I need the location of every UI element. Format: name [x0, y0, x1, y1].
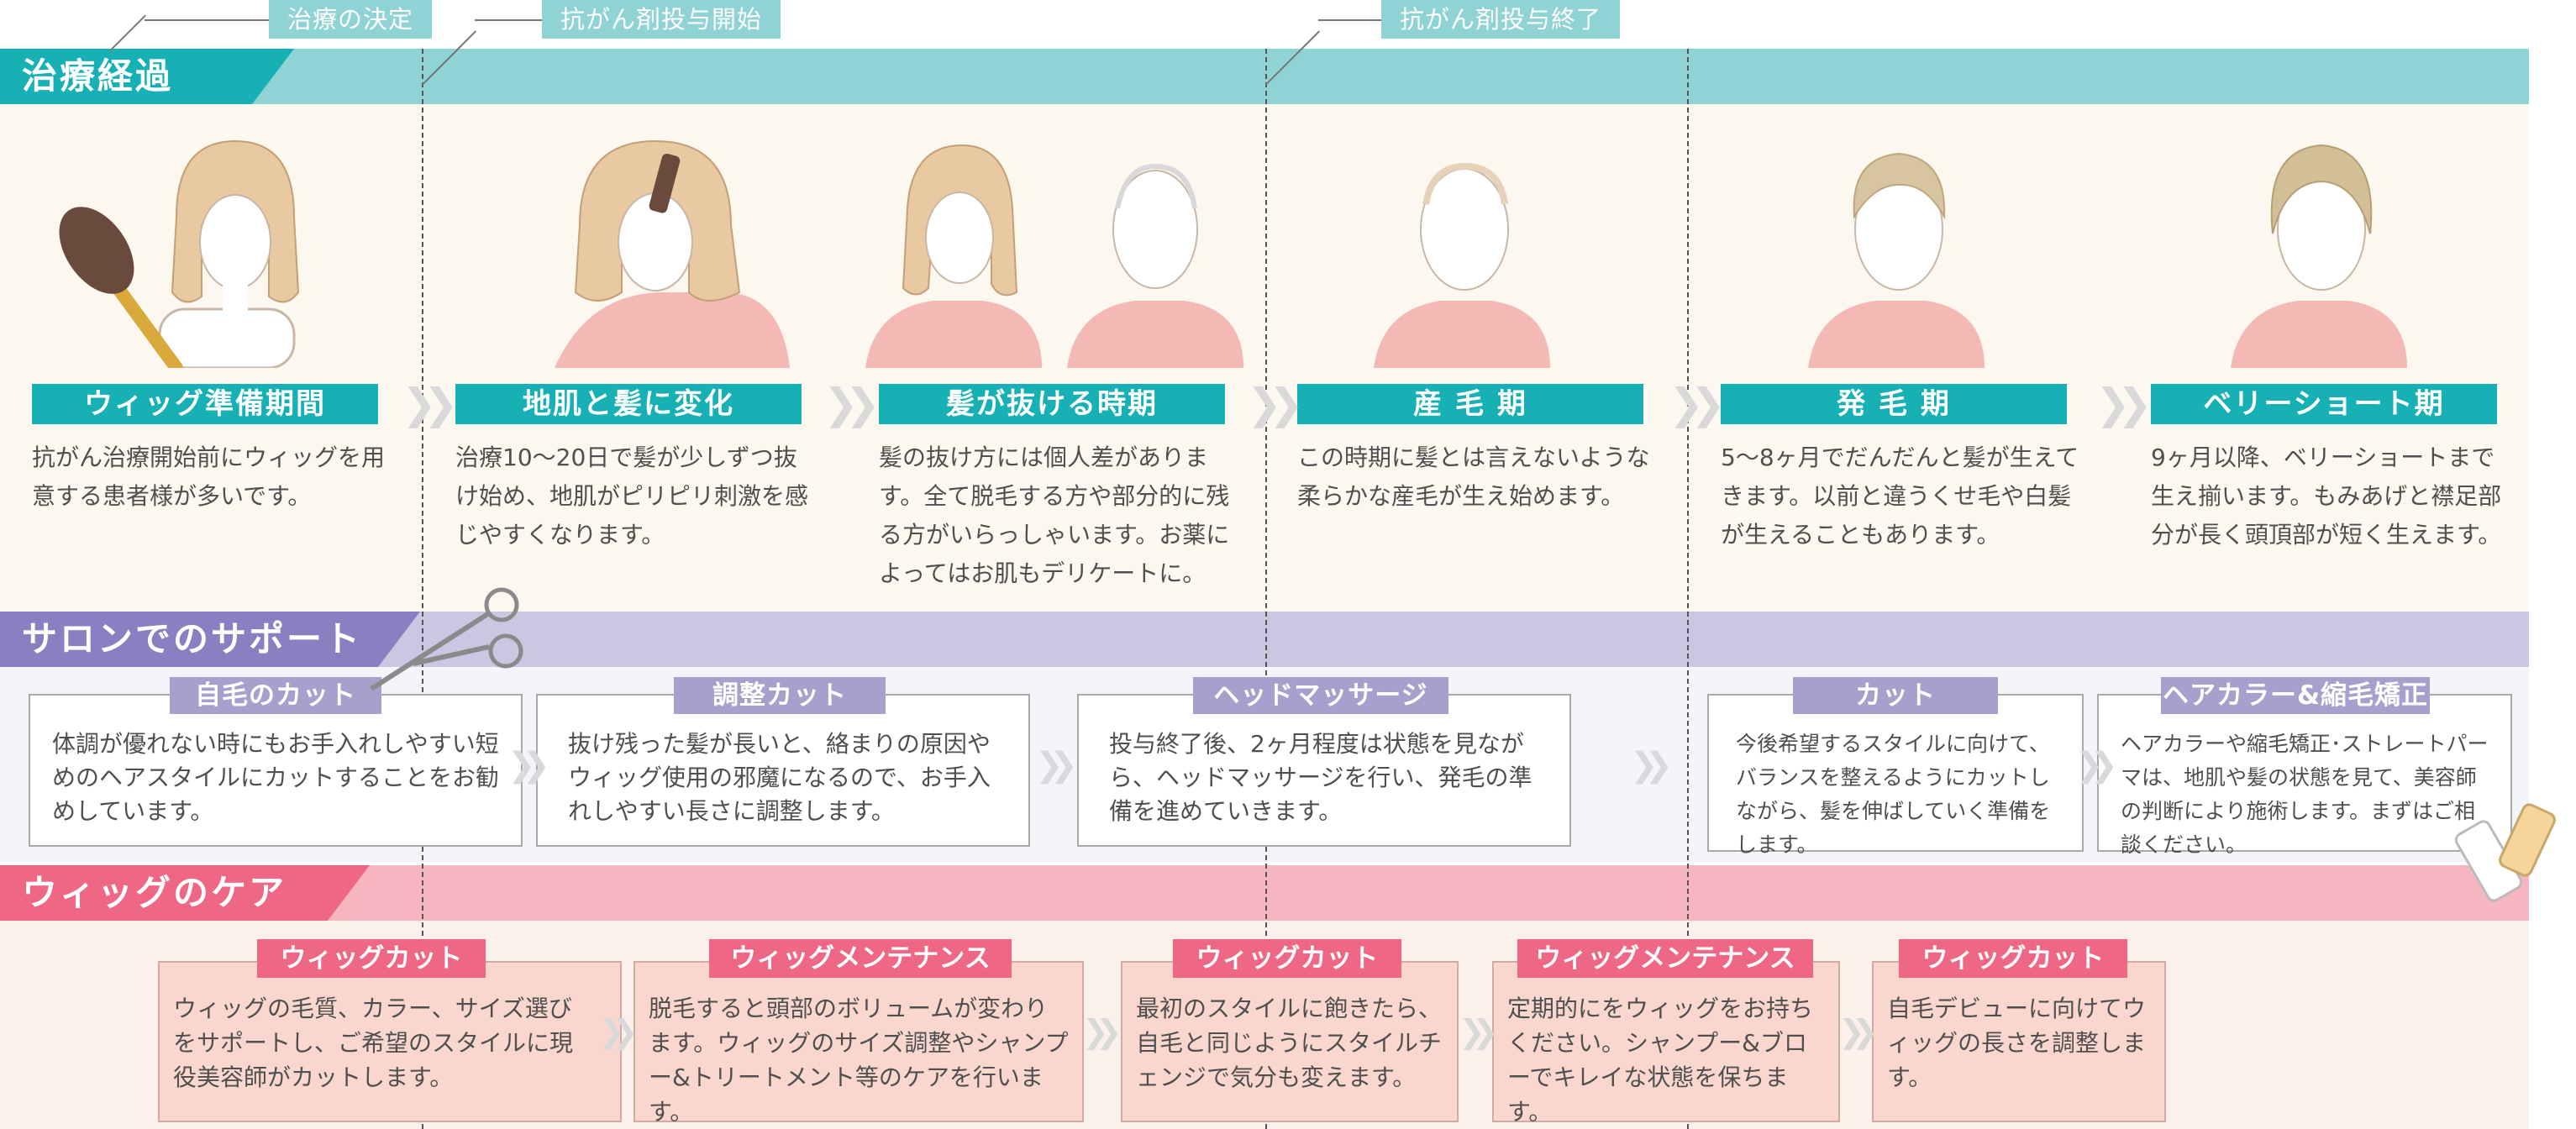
salon-box-3 [1077, 694, 1571, 847]
chevron-right-icon: ❯❯ [1630, 746, 1673, 785]
chevron-right-icon: ❯❯ [1247, 380, 1304, 428]
salon-box-2 [536, 694, 1030, 847]
timeline-start-line [422, 49, 423, 1129]
milestone-chemo-end: 抗がん剤投与終了 [1381, 0, 1621, 39]
hair-color-tube-icon [2453, 790, 2571, 911]
wig-tag-3: ウィッグカット [1173, 939, 1401, 978]
phase-label-6: ベリーショート期 [2151, 384, 2497, 424]
salon-section-title: サロンでのサポート [22, 618, 363, 659]
phase-illustration-4 [1298, 124, 1643, 368]
wig-band-tab [0, 865, 370, 921]
wig-box-1 [158, 961, 622, 1122]
phase-desc-4: この時期に髪とは言えないような柔らかな産毛が生え始めます。 [1297, 444, 1650, 510]
wig-box-4 [1492, 961, 1840, 1122]
phase-desc-6: 9ヶ月以降、ベリーショートまで生え揃います。もみあげと襟足部分が長く頭頂部が短く… [2151, 444, 2502, 549]
wig-text-5: 自毛デビューに向けてウィッグの長さを調整します。 [1887, 995, 2147, 1091]
phase-illustration-5 [1724, 124, 2069, 368]
treatment-band: 治療経過 [0, 49, 2529, 104]
milestone-leader [475, 19, 542, 21]
phase-desc-3: 髪の抜け方には個人差があります。全て脱毛する方や部分的に残る方がいらっしゃいます… [879, 444, 1230, 587]
wig-tag-5: ウィッグカット [1899, 939, 2127, 978]
salon-tag-3: ヘッドマッサージ [1193, 677, 1448, 714]
milestone-leader [109, 14, 146, 52]
salon-tag-4: カット [1793, 677, 1998, 714]
chevron-right-icon: ❯❯ [1838, 1013, 1879, 1050]
wig-box-5 [1872, 961, 2166, 1122]
treatment-section-title: 治療経過 [22, 55, 174, 97]
phase-desc-5: 5〜8ヶ月でだんだんと髪が生えてきます。以前と違うくせ毛や白髪が生えることもあり… [1721, 444, 2079, 549]
chevron-right-icon: ❯❯ [1669, 380, 1726, 428]
chevron-right-icon: ❯❯ [1082, 1013, 1122, 1050]
phase-illustration-6 [2147, 124, 2491, 368]
chevron-right-icon: ❯❯ [2075, 746, 2118, 785]
chevron-right-icon: ❯❯ [598, 1013, 639, 1050]
wig-text-3: 最初のスタイルに飽きたら、自毛と同じようにスタイルチェンジで気分も変えます。 [1136, 995, 1443, 1091]
wig-text-4: 定期的にをウィッグをお持ちください。シャンプー&ブローでキレイな状態を保ちます。 [1507, 995, 1814, 1126]
salon-text-2: 抜け残った髪が長いと、絡まりの原因やウィッグ使用の邪魔になるので、お手入れしやす… [568, 730, 991, 825]
timeline-end-line [1265, 49, 1267, 1129]
chevron-right-icon: ❯❯ [2095, 380, 2153, 428]
phase-desc-2: 治療10〜20日で髪が少しずつ抜け始め、地肌がピリピリ刺激を感じやすくなります。 [455, 444, 809, 549]
chevron-right-icon: ❯❯ [1459, 1013, 1499, 1050]
wig-text-1: ウィッグの毛質、カラー、サイズ選びをサポートし、ご希望のスタイルに現役美容師がカ… [173, 995, 574, 1091]
timeline-phase-line [1687, 49, 1689, 1129]
wig-box-3 [1121, 961, 1459, 1122]
phase-label-5: 発 毛 期 [1721, 384, 2067, 424]
salon-tag-1: 自毛のカット [170, 677, 381, 714]
salon-band-tab [0, 612, 420, 667]
wig-section-title: ウィッグのケア [22, 872, 287, 913]
wig-tag-1: ウィッグカット [257, 939, 486, 978]
phase-label-4: 産 毛 期 [1297, 384, 1643, 424]
scissors-icon [363, 580, 531, 709]
wig-tag-4: ウィッグメンテナンス [1517, 939, 1813, 978]
wig-tag-2: ウィッグメンテナンス [709, 939, 1012, 978]
salon-text-1: 体調が優れない時にもお手入れしやすい短めのヘアスタイルにカットすることをお勧めし… [52, 730, 500, 825]
milestone-treatment-decision: 治療の決定 [269, 0, 433, 39]
salon-text-5: ヘアカラーや縮毛矯正･ストレートパーマは、地肌や髪の状態を見て、美容師の判断によ… [2121, 732, 2489, 857]
salon-band: サロンでのサポート [0, 612, 2529, 667]
phase-label-3: 髪が抜ける時期 [879, 384, 1225, 424]
salon-text-4: 今後希望するスタイルに向けて、バランスを整えるようにカットしながら、髪を伸ばして… [1736, 732, 2051, 857]
salon-tag-5: ヘアカラー&縮毛矯正 [2161, 677, 2430, 714]
phase-illustration-3 [865, 124, 1252, 368]
phase-label-2: 地肌と髪に変化 [455, 384, 802, 424]
milestone-leader [1318, 19, 1381, 21]
chevron-right-icon: ❯❯ [1035, 746, 1078, 785]
treatment-section-bg [0, 104, 2529, 612]
salon-box-4 [1707, 694, 2084, 852]
salon-box-5 [2097, 694, 2512, 852]
chevron-right-icon: ❯❯ [507, 746, 550, 785]
milestone-leader [145, 19, 269, 21]
treatment-band-tab [0, 49, 294, 104]
wig-text-2: 脱毛すると頭部のボリュームが変わります。ウィッグのサイズ調整やシャンプー&トリー… [649, 995, 1069, 1126]
chevron-right-icon: ❯❯ [823, 380, 881, 428]
phase-desc-1: 抗がん治療開始前にウィッグを用意する患者様が多いです。 [32, 444, 386, 510]
phase-illustration-1 [34, 124, 378, 375]
phase-label-1: ウィッグ準備期間 [32, 384, 378, 424]
salon-text-3: 投与終了後、2ヶ月程度は状態を見ながら、ヘッドマッサージを行い、発毛の準備を進め… [1109, 730, 1532, 825]
wig-band: ウィッグのケア [0, 865, 2529, 921]
wig-box-2 [633, 961, 1084, 1122]
salon-tag-2: 調整カット [674, 677, 886, 714]
chevron-right-icon: ❯❯ [402, 380, 459, 428]
phase-illustration-2 [538, 124, 882, 368]
milestone-chemo-start: 抗がん剤投与開始 [542, 0, 781, 39]
